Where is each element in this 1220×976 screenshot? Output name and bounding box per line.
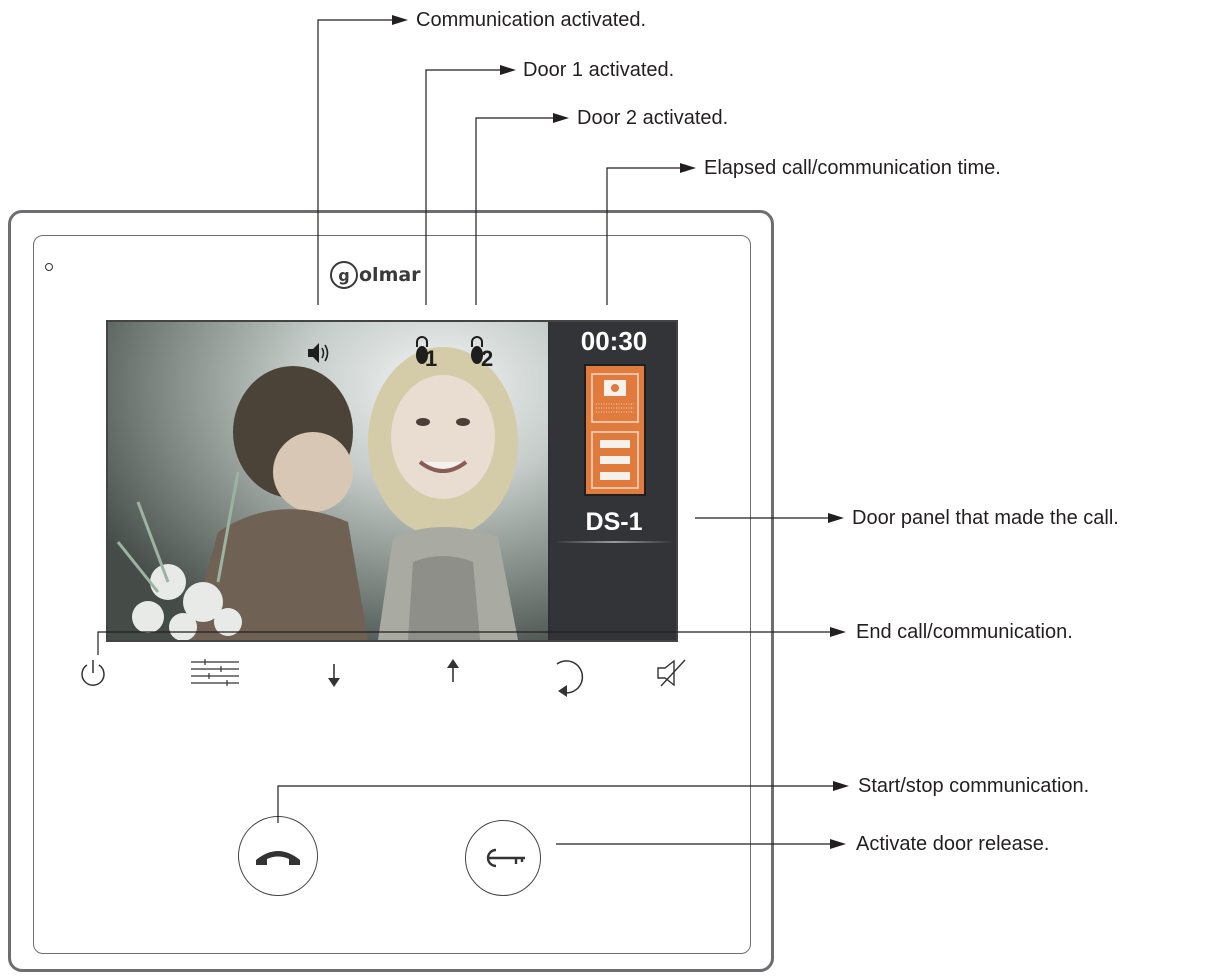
lock-door-1-icon <box>416 336 428 364</box>
handset-icon <box>256 851 300 865</box>
lock-door-2-icon <box>471 336 483 364</box>
label-door-release: Activate door release. <box>856 833 1050 855</box>
down-button[interactable] <box>322 660 346 690</box>
door-panel-icon <box>584 364 646 496</box>
camera-dot-icon <box>45 263 53 271</box>
door-1-number: 1 <box>425 346 438 371</box>
video-feed: 1 2 <box>108 322 548 640</box>
label-start-stop: Start/stop communication. <box>858 775 1090 797</box>
label-communication-activated: Communication activated. <box>416 9 647 31</box>
door-panel-name: DS-1 <box>585 508 643 536</box>
talk-button[interactable] <box>238 816 318 896</box>
label-door1-activated: Door 1 activated. <box>523 59 675 81</box>
mute-button[interactable] <box>655 658 687 688</box>
brand-logo-text: olmar <box>359 264 421 286</box>
call-info-panel: 00:30 DS-1 <box>550 322 676 640</box>
power-button[interactable] <box>78 658 108 688</box>
label-elapsed-time: Elapsed call/communication time. <box>704 157 1001 179</box>
arrow-down-icon <box>328 664 340 687</box>
panel-divider <box>554 541 674 543</box>
label-door-panel: Door panel that made the call. <box>852 507 1119 529</box>
monitor-screen: 1 2 00:30 DS-1 <box>106 320 678 642</box>
key-icon <box>486 848 525 868</box>
settings-sliders-icon <box>191 659 239 686</box>
rotate-icon <box>556 660 584 697</box>
up-button[interactable] <box>441 656 465 686</box>
rotate-button[interactable] <box>545 654 589 698</box>
brand-logo-g: g <box>330 261 358 289</box>
settings-button[interactable] <box>189 658 241 688</box>
video-image <box>108 322 548 640</box>
speaker-icon <box>308 343 329 363</box>
label-end-call: End call/communication. <box>856 621 1073 643</box>
door-release-button[interactable] <box>465 820 541 896</box>
arrow-up-icon <box>447 659 459 682</box>
monitor-inner-frame <box>33 235 751 954</box>
door-2-number: 2 <box>481 346 494 371</box>
mute-icon <box>657 659 686 687</box>
elapsed-time: 00:30 <box>580 326 648 356</box>
label-door2-activated: Door 2 activated. <box>577 107 729 129</box>
power-icon <box>81 660 105 686</box>
